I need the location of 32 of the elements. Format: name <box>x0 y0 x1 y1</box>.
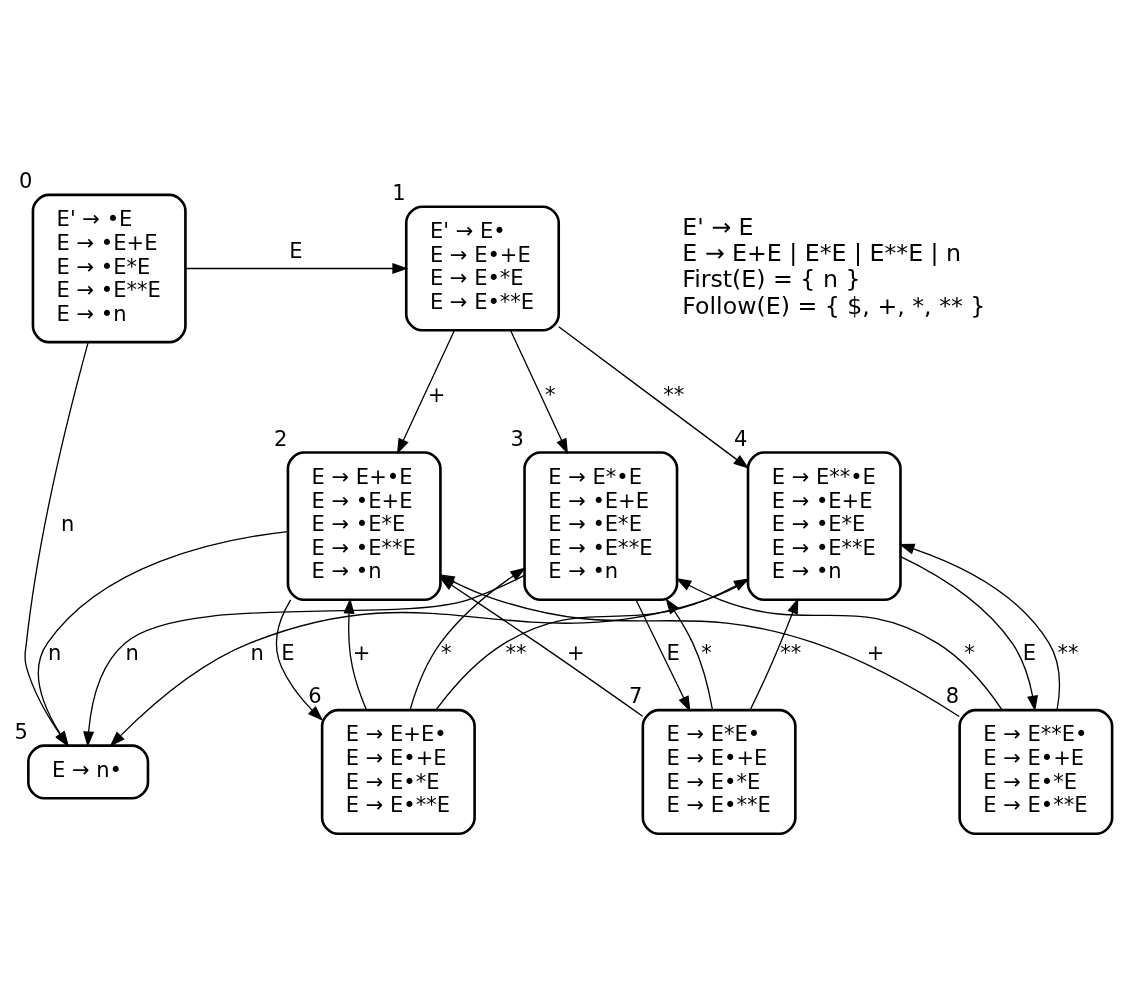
edge-label: n <box>125 639 139 665</box>
edge-label: + <box>427 381 446 407</box>
edge-label: * <box>441 639 452 665</box>
edge-label: ** <box>780 639 802 665</box>
edge-label: ** <box>1057 639 1079 665</box>
edge-label: n <box>47 639 62 665</box>
edge-label: + <box>352 639 371 665</box>
edge-label: n <box>61 510 75 536</box>
edge-label: ** <box>663 381 685 407</box>
node-label: 6 <box>308 682 322 708</box>
edge-label: ** <box>505 639 527 665</box>
node-label: 7 <box>628 682 643 708</box>
label: E → E+E | E*E | E**E | n <box>682 238 962 267</box>
node-label: 4 <box>734 425 748 451</box>
edge-label: + <box>866 639 885 665</box>
edge-label: * <box>544 381 556 407</box>
edge-label: * <box>701 639 712 665</box>
node-label: 5 <box>14 718 28 744</box>
edge-label: * <box>964 639 975 665</box>
node-label: 8 <box>945 682 960 708</box>
node-label: 2 <box>274 425 288 451</box>
edge-label: E <box>289 237 303 263</box>
edge-label: E <box>281 639 295 665</box>
label: E' → E <box>682 212 754 241</box>
edge-label: E <box>666 639 680 665</box>
label: Follow(E) = { $, +, *, ** } <box>682 291 986 320</box>
node-label: 0 <box>19 167 33 193</box>
edge-label: + <box>567 639 585 665</box>
edge-label: n <box>250 639 264 665</box>
node-label: 3 <box>510 425 525 451</box>
edge-label: E <box>1022 639 1036 665</box>
node-label: 1 <box>392 179 406 205</box>
